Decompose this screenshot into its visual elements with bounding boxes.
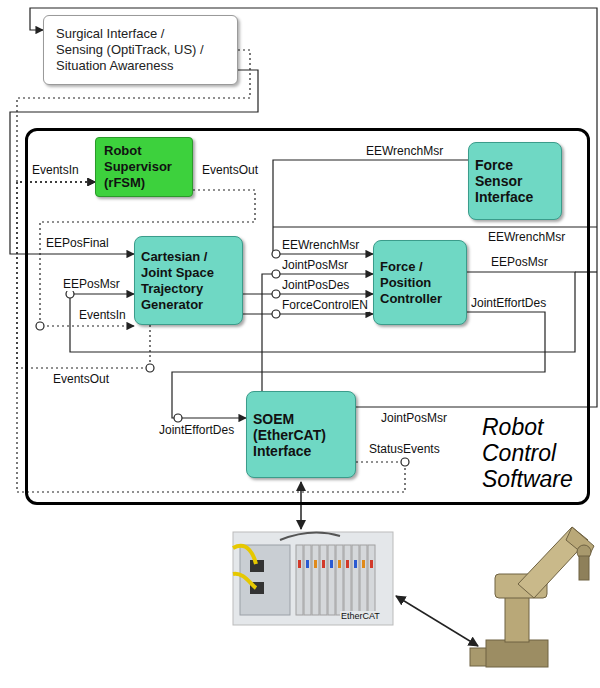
ethercat-module bbox=[233, 532, 393, 625]
ethercat-module bbox=[362, 560, 365, 568]
port-circle bbox=[272, 250, 280, 258]
boundary-title: Robot Control Software bbox=[482, 414, 584, 492]
signal-name: StatusEvents bbox=[368, 443, 441, 456]
ethercat-module bbox=[314, 560, 317, 568]
interface-box: Surgical Interface / Sensing (OptiTrack,… bbox=[43, 15, 238, 85]
ethercat-module bbox=[344, 545, 351, 615]
signal-wire bbox=[273, 226, 597, 227]
signal-name: EEWrenchMsr bbox=[487, 231, 566, 244]
signal-connector bbox=[262, 274, 373, 391]
box-label: Force Sensor Interface bbox=[475, 157, 555, 205]
box-label: Surgical Interface / Sensing (OptiTrack,… bbox=[56, 26, 209, 74]
signal-name: EventsOut bbox=[52, 373, 110, 386]
port-circle bbox=[174, 414, 182, 422]
ethercat-module bbox=[338, 560, 341, 568]
port-circle bbox=[401, 458, 409, 466]
ethercat-module bbox=[233, 546, 256, 564]
signal-name: EEPosMsr bbox=[490, 256, 549, 269]
ethercat-module bbox=[370, 560, 373, 568]
signal-name: EEWrenchMsr bbox=[281, 239, 360, 252]
ethercat-module bbox=[354, 560, 357, 568]
signal-connector bbox=[30, 8, 597, 407]
module-box: Cartesian / Joint Space Trajectory Gener… bbox=[134, 236, 243, 325]
ethercat-module bbox=[336, 545, 343, 615]
event-connector bbox=[17, 182, 405, 492]
signal-name: JointPosMsr bbox=[380, 412, 448, 425]
brand-label: EtherCAT bbox=[340, 611, 381, 621]
signal-name: JointPosDes bbox=[281, 279, 350, 292]
signal-name: EventsIn bbox=[31, 164, 80, 177]
signal-name: EventsOut bbox=[201, 164, 259, 177]
ethercat-module bbox=[233, 574, 256, 588]
module-box: SOEM (EtherCAT) Interface bbox=[246, 391, 356, 478]
ethercat-module bbox=[312, 545, 319, 615]
signal-name: JointEffortDes bbox=[470, 297, 547, 310]
port-circle bbox=[146, 364, 154, 372]
robot-arm bbox=[470, 527, 594, 667]
ethercat-module bbox=[368, 545, 375, 615]
box-label: Cartesian / Joint Space Trajectory Gener… bbox=[141, 249, 236, 313]
signal-name: ForceControlEN bbox=[281, 299, 369, 312]
port-circle bbox=[272, 270, 280, 278]
box-label: SOEM (EtherCAT) Interface bbox=[253, 411, 349, 459]
signal-name: JointPosMsr bbox=[281, 259, 349, 272]
signal-name: JointEffortDes bbox=[158, 424, 235, 437]
ethercat-module bbox=[320, 545, 327, 615]
port-circle bbox=[272, 310, 280, 318]
robot-arm bbox=[505, 592, 529, 642]
ethercat-module bbox=[298, 560, 301, 568]
port-circle bbox=[272, 290, 280, 298]
ethercat-module bbox=[280, 533, 340, 540]
signal-name: EEPosFinal bbox=[45, 237, 110, 250]
ethercat-module bbox=[360, 545, 367, 615]
ethercat-module bbox=[306, 560, 309, 568]
port-circle bbox=[36, 322, 44, 330]
ethercat-module bbox=[328, 545, 335, 615]
event-connector bbox=[17, 182, 150, 368]
ethercat-module bbox=[352, 545, 359, 615]
bus-arrow bbox=[300, 482, 302, 529]
module-box: Force / Position Controller bbox=[373, 240, 467, 325]
bus-arrow bbox=[396, 596, 478, 646]
state-machine-box: Robot Supervisor (rFSM) bbox=[95, 137, 193, 197]
port-circle bbox=[66, 290, 74, 298]
ethercat-module bbox=[296, 545, 303, 615]
signal-connector bbox=[172, 312, 545, 418]
signal-name: EventsIn bbox=[78, 309, 127, 322]
robot-arm bbox=[566, 527, 594, 558]
signal-wire bbox=[575, 271, 597, 272]
ethercat-module bbox=[322, 560, 325, 568]
ethercat-module bbox=[304, 545, 311, 615]
ethercat-module bbox=[233, 532, 393, 625]
signal-name: EEPosMsr bbox=[62, 278, 121, 291]
box-label: Robot Supervisor (rFSM) bbox=[104, 143, 184, 191]
ethercat-module bbox=[330, 560, 333, 568]
signal-name: EEWrenchMsr bbox=[365, 145, 444, 158]
ethercat-module bbox=[346, 560, 349, 568]
robot-arm bbox=[486, 640, 548, 667]
box-label: Force / Position Controller bbox=[380, 259, 460, 307]
robot-arm bbox=[579, 556, 589, 580]
module-box: Force Sensor Interface bbox=[468, 142, 562, 220]
event-connector bbox=[40, 190, 255, 326]
